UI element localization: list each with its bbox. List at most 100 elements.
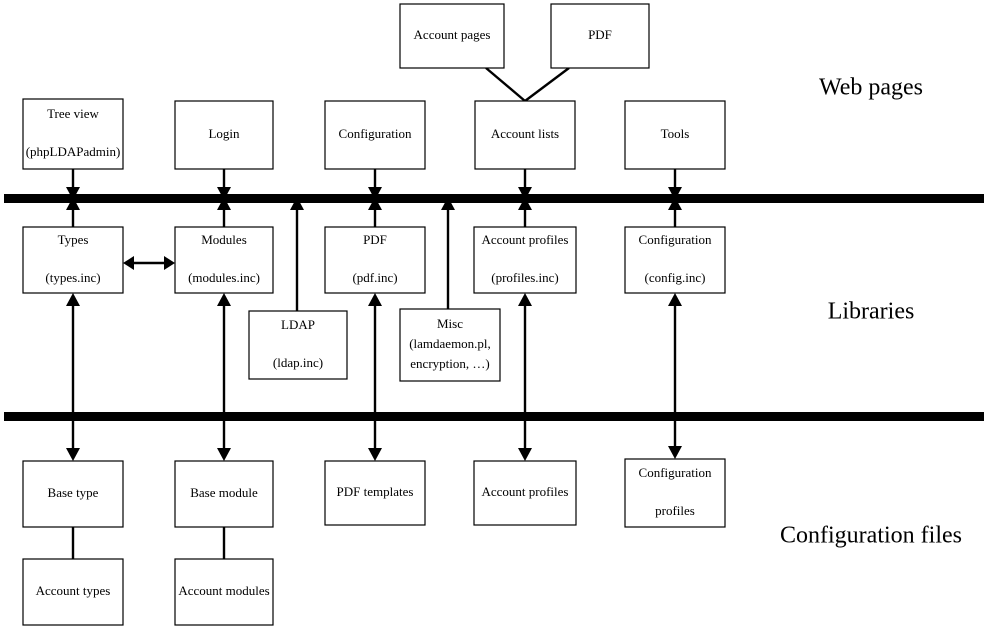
box-outline-pdf-source (550, 3, 650, 69)
box-pdf-templates: PDF templates (324, 460, 426, 526)
box-label-ldap-lib-line-1: (ldap.inc) (273, 355, 323, 370)
box-label-modules-lib-line-0: Modules (201, 232, 247, 247)
connector-profiles-lib-to-bus-head (518, 197, 532, 210)
box-modules-lib: Modules (modules.inc) (174, 226, 274, 294)
box-pdf-source: PDF (550, 3, 650, 69)
box-outline-login (174, 100, 274, 170)
box-account-lists: Account lists (474, 100, 576, 170)
connector-tree-view-to-bus-head (66, 187, 80, 200)
box-account-modules: Account modules (174, 558, 274, 626)
box-outline-configuration-page (324, 100, 426, 170)
connector-bus-to-types-head (66, 293, 80, 306)
box-label-login-line-0: Login (208, 126, 240, 141)
connector-pdf-to-account-lists (524, 67, 570, 102)
box-label-account-types-line-0: Account types (36, 583, 111, 598)
connector-configuration-page-to-bus-head (368, 187, 382, 200)
connector-types-modules-bidirectional-head-left (123, 256, 134, 270)
box-types-lib: Types (types.inc) (22, 226, 124, 294)
connector-types-to-bus-head (66, 197, 80, 210)
connector-bus-to-pdf-lib-head (368, 293, 382, 306)
box-label-tree-view-line-1: (phpLDAPadmin) (26, 144, 121, 159)
box-base-module: Base module (174, 460, 274, 528)
box-outline-config-lib (624, 226, 726, 294)
box-outline-types-lib (22, 226, 124, 294)
box-config-lib: Configuration (config.inc) (624, 226, 726, 294)
box-label-configuration-page-line-0: Configuration (339, 126, 412, 141)
connector-types-modules-bidirectional-head-right (164, 256, 175, 270)
box-label-tree-view-line-0: Tree view (47, 106, 99, 121)
box-label-configuration-profiles-line-1: profiles (655, 503, 695, 518)
box-base-type: Base type (22, 460, 124, 528)
box-account-pages: Account pages (399, 3, 505, 69)
box-label-misc-lib-line-2: encryption, …) (410, 356, 489, 371)
box-misc-lib: Misc (lamdaemon.pl, encryption, …) (399, 308, 501, 382)
box-label-config-lib-line-1: (config.inc) (644, 270, 705, 285)
box-outline-account-pages (399, 3, 505, 69)
connector-bus-to-modules-head (217, 293, 231, 306)
connector-account-lists-to-bus-head (518, 187, 532, 200)
connectors (66, 67, 682, 559)
box-outline-pdf-lib (324, 226, 426, 294)
connector-config-lib-to-bus-head (668, 197, 682, 210)
box-configuration-page: Configuration (324, 100, 426, 170)
box-label-configuration-profiles-line-0: Configuration (639, 465, 712, 480)
connector-bus-to-account-profiles-head (518, 448, 532, 461)
box-outline-misc-lib (399, 308, 501, 382)
box-login: Login (174, 100, 274, 170)
box-outline-ldap-lib (248, 310, 348, 380)
layer-label-web-pages: Web pages (819, 75, 923, 101)
connector-account-pages-to-account-lists (485, 67, 526, 102)
box-label-profiles-lib-line-0: Account profiles (481, 232, 568, 247)
box-label-misc-lib-line-0: Misc (437, 316, 463, 331)
box-outline-tools (624, 100, 726, 170)
connector-bus-to-profiles-lib-head (518, 293, 532, 306)
box-outline-account-modules (174, 558, 274, 626)
box-label-pdf-lib-line-0: PDF (363, 232, 387, 247)
box-tools: Tools (624, 100, 726, 170)
box-account-profiles-file: Account profiles (473, 460, 577, 526)
box-outline-pdf-templates (324, 460, 426, 526)
box-label-account-modules-line-0: Account modules (178, 583, 269, 598)
connector-bus-to-base-type-head (66, 448, 80, 461)
box-tree-view: Tree view (phpLDAPadmin) (22, 98, 124, 170)
box-label-account-pages-line-0: Account pages (414, 27, 491, 42)
box-configuration-profiles: Configuration profiles (624, 458, 726, 528)
box-label-types-lib-line-1: (types.inc) (45, 270, 100, 285)
box-label-pdf-lib-line-1: (pdf.inc) (352, 270, 397, 285)
box-label-modules-lib-line-1: (modules.inc) (188, 270, 260, 285)
connector-login-to-bus-head (217, 187, 231, 200)
box-outline-base-type (22, 460, 124, 528)
connector-misc-to-bus-head (441, 197, 455, 210)
box-label-base-module-line-0: Base module (190, 485, 258, 500)
connector-bus-to-pdf-templates-head (368, 448, 382, 461)
bus-bars (4, 194, 984, 421)
bus-bar-web-library-bus (4, 194, 984, 203)
box-label-misc-lib-line-1: (lamdaemon.pl, (409, 336, 491, 351)
layer-label-configuration-files: Configuration files (780, 523, 962, 549)
box-account-types: Account types (22, 558, 124, 626)
box-label-base-type-line-0: Base type (48, 485, 99, 500)
box-label-tools-line-0: Tools (661, 126, 690, 141)
box-label-config-lib-line-0: Configuration (639, 232, 712, 247)
box-label-pdf-source-line-0: PDF (588, 27, 612, 42)
box-outline-configuration-profiles (624, 458, 726, 528)
connector-bus-to-configuration-profiles-head (668, 446, 682, 459)
box-outline-base-module (174, 460, 274, 528)
box-profiles-lib: Account profiles (profiles.inc) (473, 226, 577, 294)
box-pdf-lib: PDF (pdf.inc) (324, 226, 426, 294)
connector-modules-to-bus-head (217, 197, 231, 210)
box-outline-tree-view (22, 98, 124, 170)
box-outline-account-types (22, 558, 124, 626)
box-outline-modules-lib (174, 226, 274, 294)
box-ldap-lib: LDAP (ldap.inc) (248, 310, 348, 380)
box-label-ldap-lib-line-0: LDAP (281, 317, 315, 332)
layer-label-libraries: Libraries (828, 299, 915, 325)
box-outline-account-lists (474, 100, 576, 170)
box-outline-profiles-lib (473, 226, 577, 294)
box-label-types-lib-line-0: Types (58, 232, 89, 247)
bus-bar-library-config-bus (4, 412, 984, 421)
box-label-profiles-lib-line-1: (profiles.inc) (491, 270, 559, 285)
